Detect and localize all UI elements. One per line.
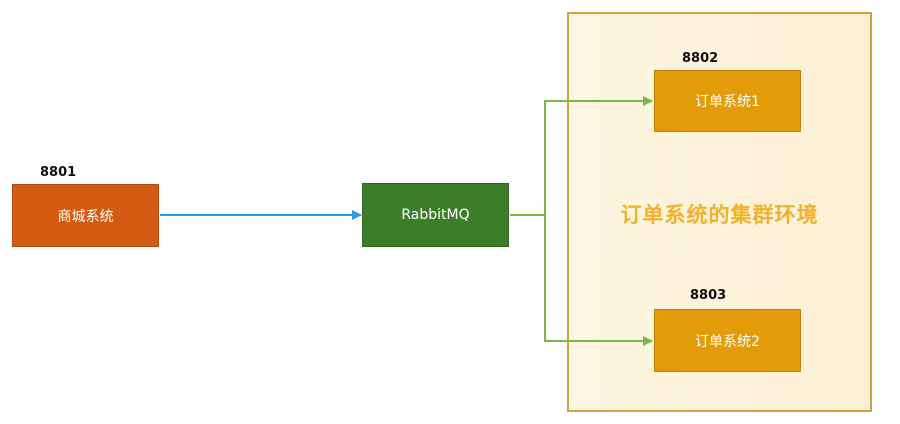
order-system-1-node: 订单系统1: [654, 70, 801, 132]
cluster-label: 订单系统的集群环境: [620, 203, 819, 227]
order1-port-label: 8802: [682, 51, 719, 66]
order2-port-label: 8803: [690, 288, 727, 303]
order-system-2-node: 订单系统2: [654, 309, 801, 372]
edge-mq-to-order1: [510, 96, 653, 216]
edge-mq-to-order2: [510, 214, 653, 346]
mall-port-label: 8801: [40, 165, 77, 180]
rabbitmq-node: RabbitMQ: [362, 183, 509, 247]
mall-system-node: 商城系统: [12, 184, 159, 247]
